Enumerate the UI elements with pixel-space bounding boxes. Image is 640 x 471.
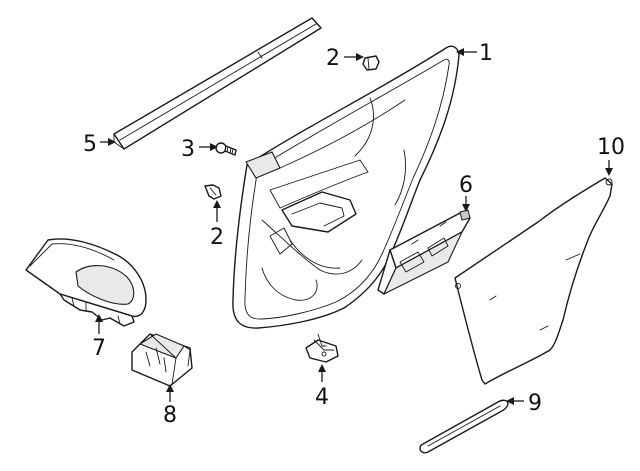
callout-8: 8 bbox=[163, 403, 177, 428]
callout-9: 9 bbox=[528, 391, 542, 416]
part-6-switch-bezel bbox=[377, 209, 471, 295]
callout-7: 7 bbox=[92, 336, 106, 361]
callout-10: 10 bbox=[597, 135, 625, 160]
leader-lines bbox=[95, 48, 613, 405]
callout-4: 4 bbox=[315, 385, 329, 410]
callout-2-lower: 2 bbox=[210, 225, 224, 250]
callout-labels: 1 2 3 2 5 6 10 7 8 4 9 bbox=[83, 41, 625, 428]
callout-2-top: 2 bbox=[326, 46, 340, 71]
part-5-weatherstrip bbox=[113, 17, 322, 150]
part-2-clip-top bbox=[362, 55, 380, 71]
callout-1: 1 bbox=[479, 41, 493, 66]
part-8-module bbox=[131, 333, 193, 387]
part-10-water-shield bbox=[454, 177, 613, 385]
part-7-armrest bbox=[25, 238, 147, 327]
callout-5: 5 bbox=[83, 132, 97, 157]
callout-3: 3 bbox=[181, 137, 195, 162]
callout-6: 6 bbox=[459, 173, 473, 198]
part-9-molding bbox=[419, 399, 509, 454]
part-4-bracket bbox=[305, 333, 339, 363]
part-3-screw bbox=[215, 142, 237, 156]
part-1-door-trim-panel bbox=[232, 45, 460, 329]
part-2-clip-lower bbox=[204, 184, 222, 200]
